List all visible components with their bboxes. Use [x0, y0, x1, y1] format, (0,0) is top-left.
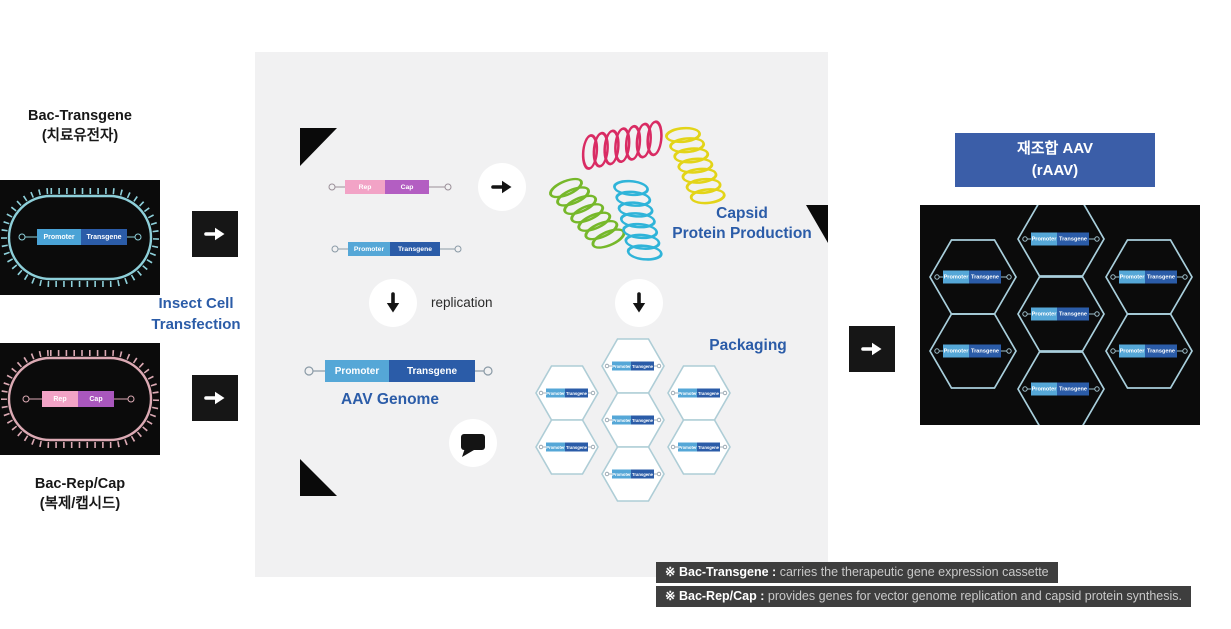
rep-cap-construct: Rep Cap — [328, 180, 452, 194]
insect-cell-panel: Rep Cap Promoter Transgene — [255, 52, 828, 577]
footnote-marker: ※ — [665, 589, 676, 603]
corner-triangle-icon — [300, 459, 337, 496]
footnote-description: provides genes for vector genome replica… — [767, 589, 1183, 603]
bac-repcap-title: Bac-Rep/Cap — [34, 476, 126, 492]
raav-particle-hexagon — [929, 313, 1017, 389]
bac-repcap-virus-panel: Rep Cap — [0, 343, 160, 455]
capsid-coil-green-icon — [545, 167, 630, 259]
footnote-marker: ※ — [665, 565, 676, 579]
right-arrow-icon — [861, 340, 884, 358]
packaged-aav-hexagon — [601, 338, 665, 394]
raav-particle-hexagon — [1017, 351, 1105, 425]
cap-segment-label: Cap — [401, 184, 414, 191]
right-arrow-icon — [204, 226, 227, 242]
rep-segment-label: Rep — [359, 184, 372, 191]
corner-triangle-icon — [806, 205, 828, 243]
promoter-transgene-construct: Promoter Transgene — [331, 242, 462, 256]
promoter-segment-label: Promoter — [354, 246, 385, 253]
transgene-segment-label: Transgene — [398, 246, 432, 253]
transgene-segment-label: Transgene — [86, 234, 121, 241]
bac-repcap-label: Bac-Rep/Cap (복제/캡시드) — [0, 474, 160, 514]
footnote-term: Bac-Rep/Cap : — [678, 589, 765, 603]
packaging-label: Packaging — [709, 337, 787, 354]
transgene-segment-label: Transgene — [407, 366, 457, 377]
capsid-protein-production-label: Capsid Protein Production — [656, 204, 828, 244]
virus-envelope — [7, 194, 153, 281]
raav-result-panel — [920, 205, 1200, 425]
capsid-coil-yellow-icon — [662, 117, 728, 214]
bac-transgene-title: Bac-Transgene — [28, 108, 132, 124]
packaged-aav-hexagon — [667, 419, 731, 475]
speech-bubble-tail — [462, 448, 474, 457]
capsid-coil-red-icon — [574, 119, 670, 172]
flow-arrow-top — [192, 211, 238, 257]
step-arrow-down-replication — [369, 279, 417, 327]
raav-header-line2: (rAAV) — [1031, 162, 1079, 179]
aav-genome-construct: Promoter Transgene — [304, 360, 493, 382]
promoter-segment-label: Promoter — [43, 234, 74, 241]
footnote-bac-repcap: ※ Bac-Rep/Cap : provides genes for vecto… — [656, 586, 1192, 607]
cap-segment-label: Cap — [89, 396, 102, 403]
speech-bubble-badge — [449, 419, 497, 467]
flow-arrow-result — [849, 326, 895, 372]
bac-transgene-subtitle: (치료유전자) — [41, 128, 119, 144]
flow-arrow-bottom — [192, 375, 238, 421]
transfection-line1: Insect Cell — [158, 295, 234, 312]
bac-repcap-subtitle: (복제/캡시드) — [39, 496, 121, 512]
packaged-aav-hexagon — [601, 446, 665, 502]
virus-envelope — [7, 356, 153, 442]
rep-segment-label: Rep — [53, 396, 66, 403]
packaged-aav-hexagon — [535, 365, 599, 421]
packaged-aav-hexagon — [601, 392, 665, 448]
raav-header-line1: 재조합 AAV — [1016, 140, 1094, 158]
promoter-transgene-construct: Promoter Transgene — [18, 229, 142, 245]
virus-spike-fringe — [1, 350, 159, 448]
raav-particle-hexagon — [1017, 205, 1105, 277]
aav-genome-label: AAV Genome — [341, 391, 439, 408]
rep-cap-construct: Rep Cap — [22, 391, 135, 407]
raav-particle-hexagon — [1017, 276, 1105, 352]
corner-triangle-icon — [300, 128, 337, 166]
right-arrow-icon — [204, 389, 227, 407]
capsid-label-line1: Capsid — [716, 205, 768, 222]
raav-header: 재조합 AAV (rAAV) — [955, 133, 1155, 187]
step-arrow-down-packaging — [615, 279, 663, 327]
packaged-aav-hexagon — [667, 365, 731, 421]
insect-cell-transfection-label: Insect Cell Transfection — [138, 293, 254, 335]
virus-spike-fringe — [1, 188, 159, 287]
raav-particle-hexagon — [929, 239, 1017, 315]
step-arrow-right — [478, 163, 526, 211]
bac-transgene-virus-panel: Promoter Transgene — [0, 180, 160, 295]
transfection-line2: Transfection — [151, 316, 241, 333]
promoter-segment-label: Promoter — [335, 366, 380, 377]
insect-cell-graphics: Rep Cap Promoter Transgene — [300, 117, 828, 502]
raav-particle-hexagon — [1105, 313, 1193, 389]
baculovirus-repcap-icon: Rep Cap — [1, 350, 159, 448]
footnote-bac-transgene: ※ Bac-Transgene : carries the therapeuti… — [656, 562, 1058, 583]
packaged-aav-hexagon — [535, 419, 599, 475]
raav-particle-hexagon — [1105, 239, 1193, 315]
speech-bubble-icon — [461, 434, 485, 450]
capsid-label-line2: Protein Production — [672, 225, 812, 243]
replication-label: replication — [431, 295, 493, 310]
footnote-term: Bac-Transgene : — [678, 565, 777, 579]
bac-transgene-label: Bac-Transgene (치료유전자) — [0, 106, 160, 146]
baculovirus-transgene-icon: Promoter Transgene — [1, 188, 159, 287]
footnote-description: carries the therapeutic gene expression … — [779, 565, 1049, 579]
raav-hexagon-cluster — [929, 205, 1193, 425]
